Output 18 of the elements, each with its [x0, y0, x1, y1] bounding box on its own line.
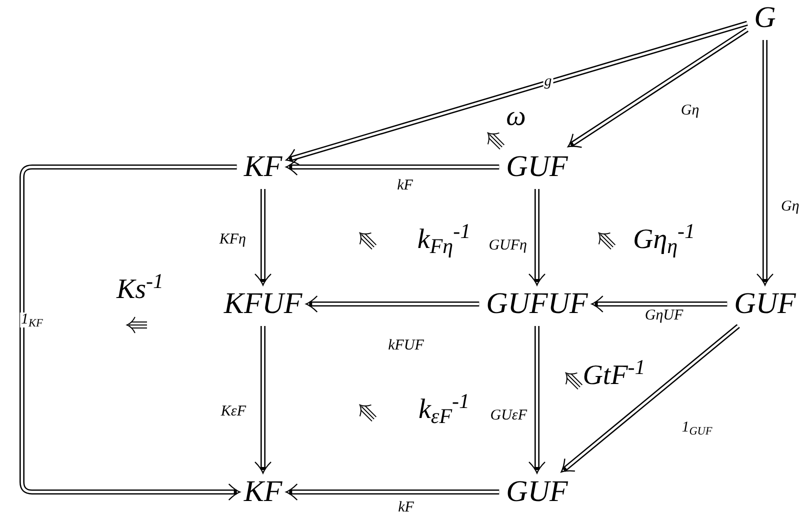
object-label: GUF — [506, 477, 568, 507]
edge-label: GUFη — [488, 238, 528, 254]
edge-label: KFη — [218, 232, 247, 248]
edge-label: Gη — [780, 200, 800, 214]
edge-label: 1$_{KF}$ — [20, 312, 44, 328]
object-label: KFUF — [224, 289, 302, 319]
two-cell-label: ω — [506, 103, 526, 131]
two-cell-label: GtF$^{-1}$ — [582, 362, 646, 390]
object-label: KF — [244, 152, 282, 182]
object-label: KF — [244, 477, 282, 507]
object-label: G — [754, 3, 776, 33]
two-cell-label: Ks$^{-1}$ — [116, 276, 164, 304]
object-label: GUF — [506, 152, 568, 182]
object-label: GUFUF — [486, 289, 588, 319]
edge-label: GηUF — [644, 308, 684, 324]
object-label: GUF — [734, 289, 796, 319]
edge-label: Gη — [680, 104, 700, 118]
edge-label: 1$_{GUF}$ — [680, 420, 714, 436]
